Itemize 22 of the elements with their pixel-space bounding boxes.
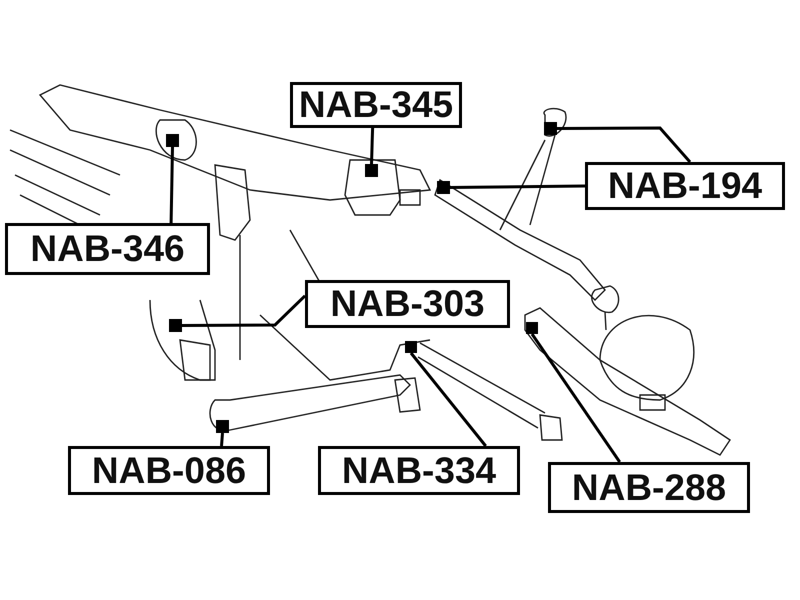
part-number-label: NAB-288 [548,462,750,513]
bushing-marker [169,319,182,332]
leader-line [220,432,224,446]
part-number-label: NAB-194 [585,162,785,210]
bushing-marker [365,164,378,177]
leader-line [182,294,306,327]
leader-line [450,184,586,189]
bushing-marker [526,322,538,334]
part-number-label: NAB-345 [290,82,462,128]
bushing-marker [216,420,229,433]
bushing-marker [437,181,450,194]
leader-line [410,352,487,447]
bushing-marker [166,134,179,147]
part-number-label: NAB-303 [305,280,510,328]
part-number-label: NAB-346 [5,223,210,275]
bushing-marker [544,122,557,135]
leader-line [557,126,692,163]
part-number-label: NAB-086 [68,446,270,495]
bushing-marker [405,341,417,353]
leader-line [370,128,374,164]
leader-line [530,333,621,463]
part-number-label: NAB-334 [318,446,520,495]
